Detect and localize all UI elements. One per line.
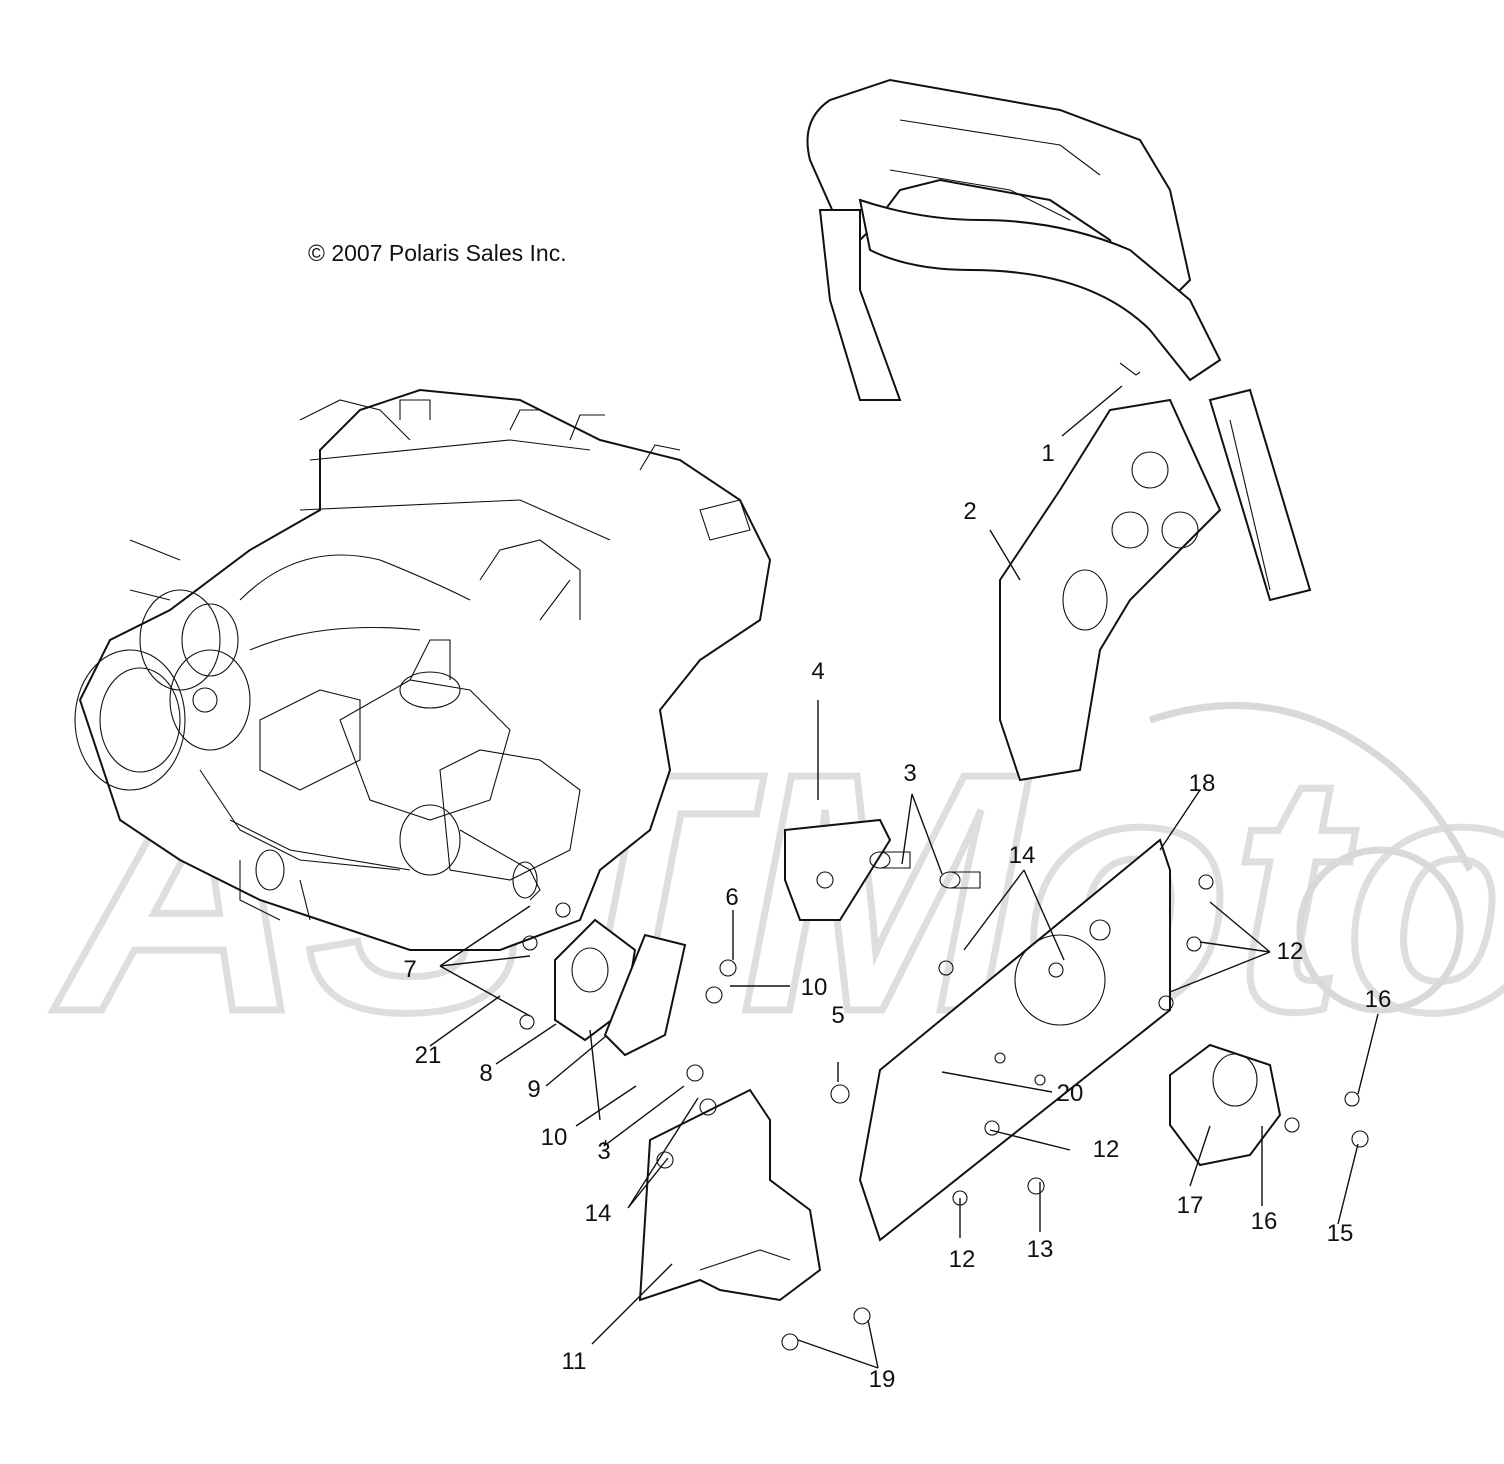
callout-16: 16 (1364, 986, 1392, 1013)
callout-12: 12 (948, 1246, 976, 1273)
engine-assembly (74, 388, 772, 951)
bracket-part-11 (638, 1088, 822, 1302)
callout-11: 11 (561, 1348, 587, 1375)
copyright-notice: © 2007 Polaris Sales Inc. (308, 240, 567, 266)
leader-lines (429, 385, 1379, 1369)
bumper-frame (806, 78, 1312, 602)
callout-16: 16 (1250, 1208, 1278, 1235)
callout-7: 7 (403, 956, 417, 983)
plate-part-18 (858, 838, 1171, 1242)
callout-3: 3 (903, 760, 917, 787)
callout-15: 15 (1326, 1220, 1354, 1247)
callout-18: 18 (1188, 770, 1216, 797)
callout-17: 17 (1176, 1192, 1204, 1219)
mount-part-17 (1169, 1043, 1282, 1167)
callout-5: 5 (831, 1002, 845, 1029)
callout-3: 3 (597, 1138, 611, 1165)
callout-8: 8 (479, 1060, 493, 1087)
fasteners (519, 362, 1369, 1351)
bracket-part-2 (999, 398, 1222, 782)
callout-4: 4 (811, 658, 825, 685)
callout-12: 12 (1276, 938, 1304, 965)
callout-9: 9 (527, 1076, 541, 1103)
callout-6: 6 (725, 884, 739, 911)
callout-2: 2 (963, 498, 977, 525)
callout-14: 14 (584, 1200, 612, 1227)
callout-10: 10 (540, 1124, 568, 1151)
callout-19: 19 (868, 1366, 896, 1393)
callout-12: 12 (1092, 1136, 1120, 1163)
plate-part-4 (784, 818, 892, 921)
callout-21: 21 (414, 1042, 442, 1069)
callout-1: 1 (1041, 440, 1055, 467)
callout-14: 14 (1008, 842, 1036, 869)
plate-part-9 (603, 933, 687, 1057)
callout-13: 13 (1026, 1236, 1054, 1263)
callout-20: 20 (1056, 1080, 1084, 1107)
callout-10: 10 (800, 974, 828, 1001)
